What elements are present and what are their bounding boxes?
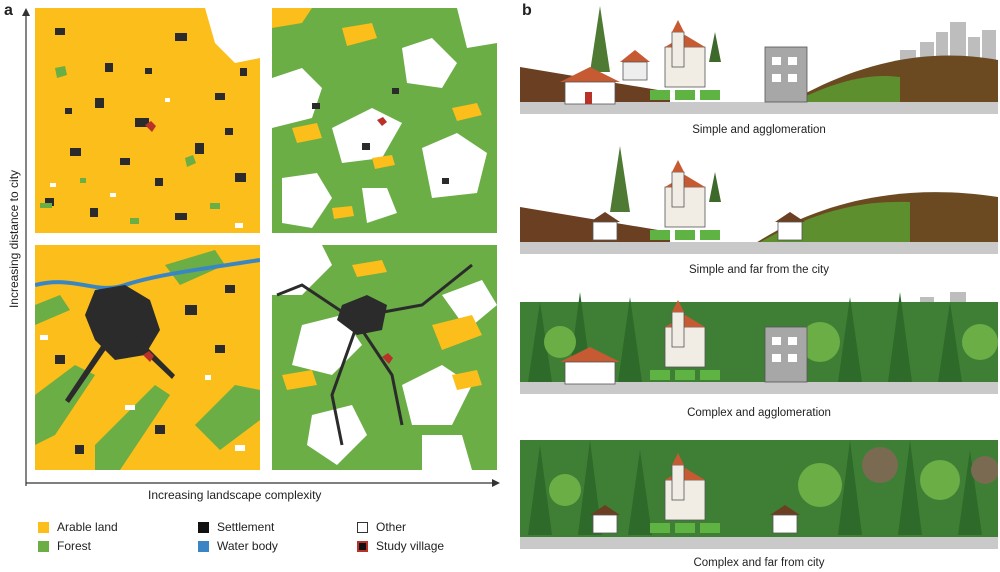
map-simple-agglomeration	[35, 245, 260, 470]
panel-b-letter: b	[522, 2, 532, 19]
x-axis-arrow	[26, 479, 500, 487]
legend-item-arable: Arable land	[38, 520, 118, 534]
caption-simple-agglomeration: Simple and agglomeration	[692, 124, 826, 136]
settlement-swatch	[198, 521, 209, 533]
caption-simple-far: Simple and far from the city	[689, 264, 829, 276]
arable-swatch	[38, 521, 49, 533]
scene-simple-far	[520, 142, 998, 262]
caption-complex-agglomeration: Complex and agglomeration	[687, 407, 831, 419]
legend-label: Water body	[217, 539, 278, 553]
study-village-swatch	[357, 540, 368, 552]
legend-label: Forest	[57, 539, 92, 553]
legend-label: Study village	[376, 539, 445, 553]
legend-item-settlement: Settlement	[198, 520, 274, 534]
y-axis-arrow	[22, 8, 30, 486]
map-complex-agglomeration	[272, 245, 497, 470]
scene-complex-far	[520, 425, 998, 553]
legend-item-other: Other	[357, 520, 406, 534]
other-swatch	[357, 521, 368, 533]
panel-a-letter: a	[4, 2, 13, 19]
scene-complex-agglomeration	[520, 282, 998, 402]
legend-item-forest: Forest	[38, 539, 91, 553]
map-simple-far	[35, 8, 260, 233]
map-complex-far	[272, 8, 497, 233]
legend-label: Settlement	[217, 520, 275, 534]
legend-label: Arable land	[57, 520, 118, 534]
legend-item-study-village: Study village	[357, 539, 444, 553]
legend-label: Other	[376, 520, 407, 534]
water-swatch	[198, 540, 209, 552]
y-axis-label: Increasing distance to city	[7, 169, 21, 309]
scene-simple-agglomeration	[520, 2, 998, 122]
legend-item-water: Water body	[198, 539, 278, 553]
house	[560, 67, 620, 105]
caption-complex-far: Complex and far from city	[693, 557, 825, 569]
forest-swatch	[38, 540, 49, 552]
x-axis-label: Increasing landscape complexity	[148, 488, 322, 502]
